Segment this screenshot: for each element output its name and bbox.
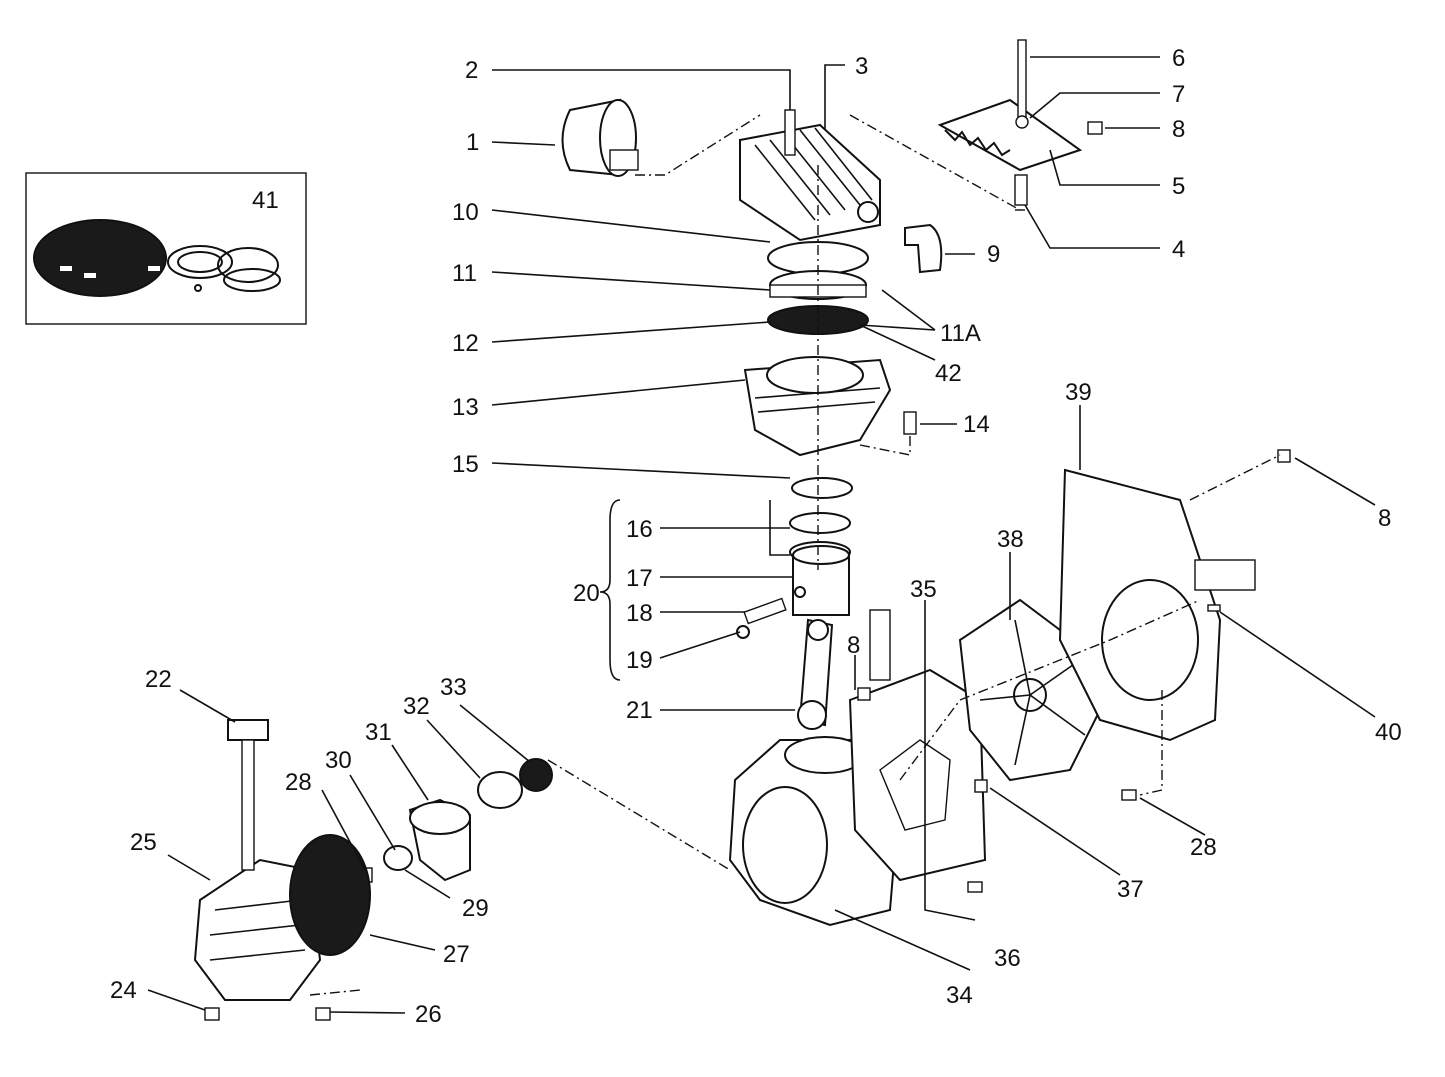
part-2-bolt	[784, 109, 796, 156]
part-40-pin	[1207, 604, 1221, 612]
label-15: 15	[452, 451, 479, 478]
part-4-stud	[1014, 174, 1028, 206]
part-9-elbow-fitting	[904, 223, 943, 274]
label-28-right: 28	[1190, 834, 1217, 861]
label-36: 36	[994, 945, 1021, 972]
label-8-right: 8	[1378, 505, 1391, 532]
part-6-long-bolt	[1017, 39, 1027, 119]
part-32-bearing	[477, 771, 523, 809]
part-7-washer	[1015, 115, 1029, 129]
part-1-air-filter	[561, 98, 639, 177]
part-14-screw	[903, 411, 917, 435]
part-18-wrist-pin	[743, 597, 787, 625]
label-10: 10	[452, 199, 479, 226]
label-24: 24	[110, 977, 137, 1004]
label-39: 39	[1065, 379, 1092, 406]
label-28-left: 28	[285, 769, 312, 796]
part-30-washer	[383, 845, 413, 871]
label-4: 4	[1172, 236, 1185, 263]
label-12: 12	[452, 330, 479, 357]
label-18: 18	[626, 600, 653, 627]
label-1: 1	[466, 129, 479, 156]
part-35-bearing-plate	[848, 609, 987, 882]
part-39-shroud	[1058, 468, 1256, 742]
label-31: 31	[365, 719, 392, 746]
label-40: 40	[1375, 719, 1402, 746]
label-14: 14	[963, 411, 990, 438]
part-19-retainer	[736, 625, 750, 639]
label-25: 25	[130, 829, 157, 856]
part-3-cylinder-head	[739, 123, 881, 242]
label-8-top: 8	[1172, 116, 1185, 143]
label-35: 35	[910, 576, 937, 603]
label-33: 33	[440, 674, 467, 701]
label-2: 2	[465, 57, 478, 84]
label-42: 42	[935, 360, 962, 387]
label-20: 20	[573, 580, 600, 607]
part-28-screw-right	[1121, 789, 1137, 801]
part-36-screw	[967, 881, 983, 893]
label-32: 32	[403, 693, 430, 720]
label-8-mid: 8	[847, 632, 860, 659]
label-41: 41	[252, 187, 279, 214]
part-25-end-cover	[193, 858, 322, 1001]
part-8-screw-mid	[857, 687, 871, 701]
part-24-screw	[204, 1007, 220, 1021]
label-34: 34	[946, 982, 973, 1009]
label-9: 9	[987, 241, 1000, 268]
part-26-screw	[315, 1007, 331, 1021]
label-22: 22	[145, 666, 172, 693]
part-8-screw-top	[1087, 121, 1103, 135]
label-29: 29	[462, 895, 489, 922]
label-21: 21	[626, 697, 653, 724]
label-38: 38	[997, 526, 1024, 553]
label-30: 30	[325, 747, 352, 774]
label-5: 5	[1172, 173, 1185, 200]
assembly-lines	[309, 114, 1281, 996]
label-11: 11	[452, 260, 477, 287]
label-17: 17	[626, 565, 653, 592]
label-7: 7	[1172, 81, 1185, 108]
part-33-seal	[519, 758, 553, 792]
label-16: 16	[626, 516, 653, 543]
part-21-connecting-rod	[797, 618, 834, 730]
inset-gasket-kit-41	[25, 172, 307, 325]
part-27-gasket	[289, 834, 371, 956]
leader-lines	[147, 56, 1376, 1014]
label-11a: 11A	[940, 320, 981, 347]
label-19: 19	[626, 647, 653, 674]
label-37: 37	[1117, 876, 1144, 903]
part-8-screw-right	[1277, 449, 1291, 463]
label-27: 27	[443, 941, 470, 968]
part-31-crankshaft	[408, 798, 471, 882]
label-3: 3	[855, 53, 868, 80]
label-13: 13	[452, 394, 479, 421]
label-6: 6	[1172, 45, 1185, 72]
label-26: 26	[415, 1001, 442, 1028]
part-37-screw	[974, 779, 988, 793]
part-17-piston	[792, 545, 850, 616]
part-number-labels: 1 2 3 6 7 8 5 4 9 41 10 11 11A 12 42 13 …	[110, 45, 1402, 1028]
part-22-dipstick	[227, 719, 269, 871]
part-5-bracket	[937, 98, 1083, 172]
